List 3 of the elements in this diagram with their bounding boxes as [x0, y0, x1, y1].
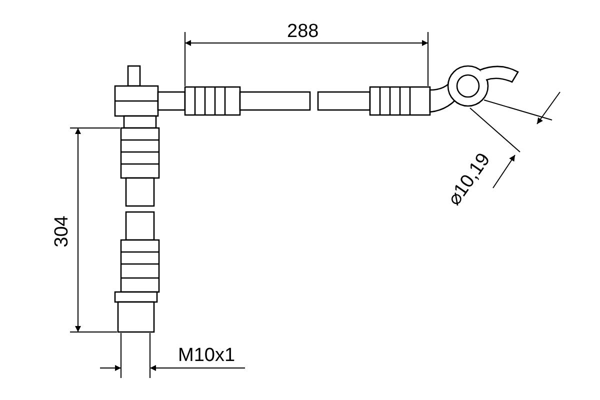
- dimension-label: 288: [287, 22, 319, 41]
- dimension-label: 304: [52, 216, 72, 248]
- dimension-label: M10x1: [178, 346, 236, 365]
